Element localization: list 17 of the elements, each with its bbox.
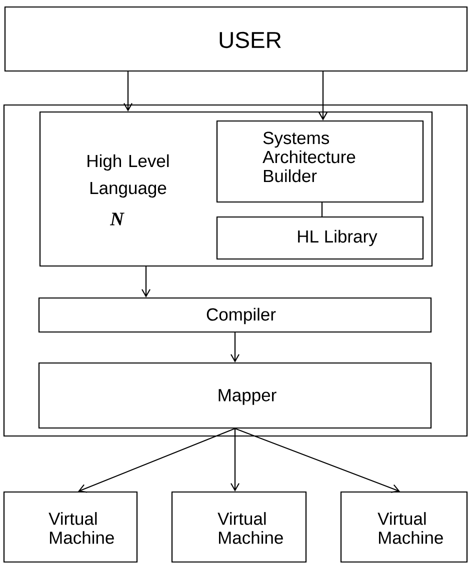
user-box: USER xyxy=(4,6,468,72)
arrow xyxy=(230,428,240,492)
builder-box: Systems Architecture Builder xyxy=(216,120,424,203)
arrow xyxy=(234,428,400,493)
connector-line xyxy=(321,202,323,216)
container-box xyxy=(3,104,468,437)
machine-box: Virtual Machine xyxy=(340,491,468,563)
arrow xyxy=(124,72,132,112)
arrow xyxy=(78,428,236,493)
machine-box: Virtual Machine xyxy=(171,491,307,563)
machine-box: Virtual Machine xyxy=(3,491,138,563)
compiler-box: Compiler xyxy=(38,297,432,333)
mapper-box: Mapper xyxy=(38,362,432,429)
arrow xyxy=(230,332,240,362)
arrow xyxy=(318,72,328,120)
library-box: HL Library xyxy=(216,216,424,260)
arrow xyxy=(142,266,150,298)
